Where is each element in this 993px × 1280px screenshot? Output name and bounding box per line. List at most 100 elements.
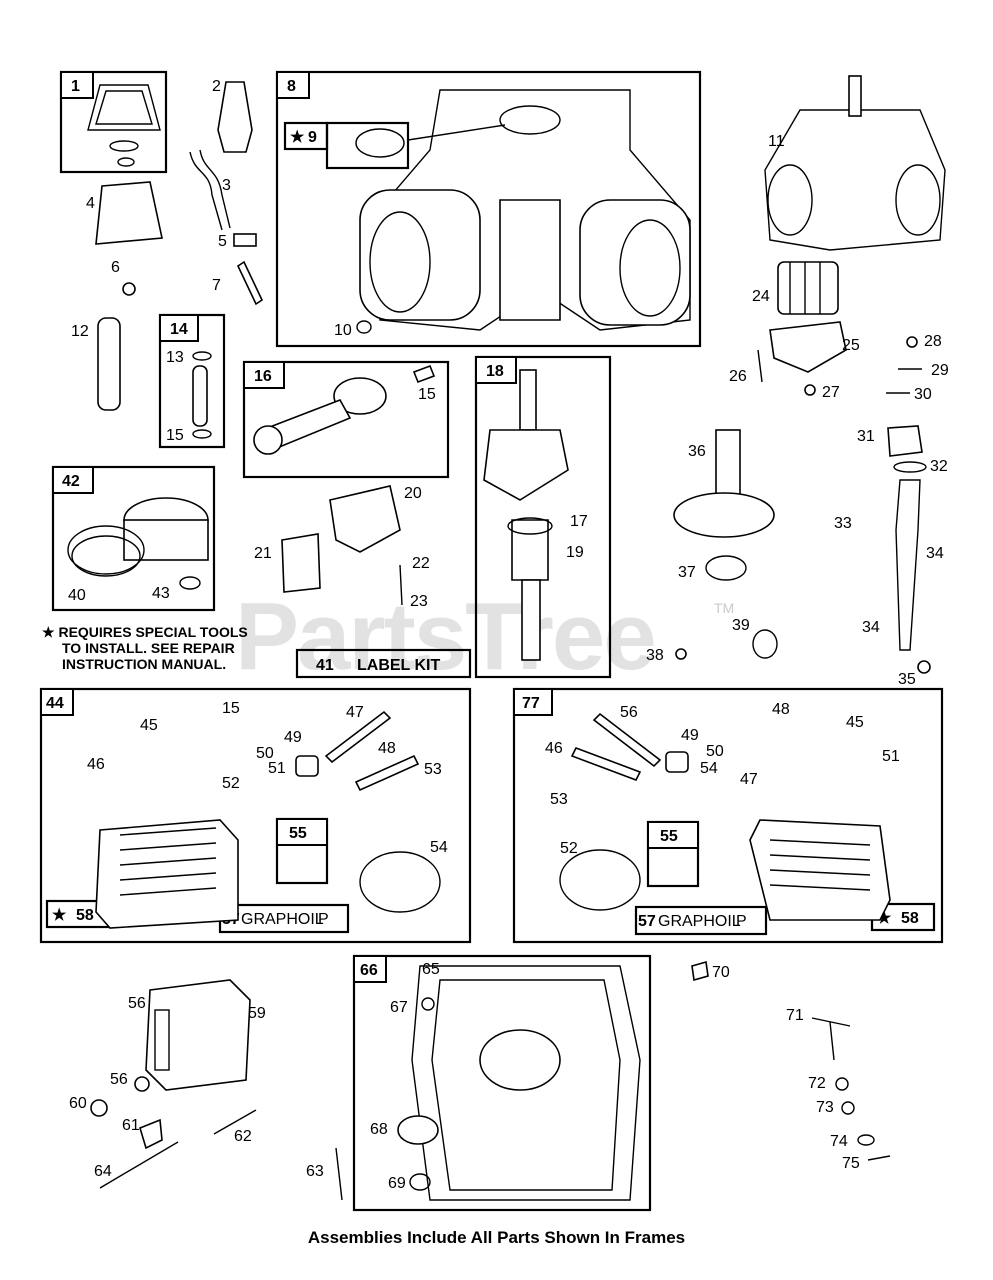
callout-7[interactable]: 7 — [212, 277, 221, 294]
frame-55-right[interactable]: 55 — [646, 820, 700, 888]
callout-12[interactable]: 12 — [71, 323, 89, 340]
graphoil-box-right[interactable]: 57 GRAPHOIL P — [634, 905, 768, 936]
callout-67[interactable]: 67 — [390, 999, 408, 1016]
callout-15[interactable]: 15 — [222, 700, 240, 717]
frame-66[interactable]: 66 — [352, 954, 652, 1212]
frame-44[interactable]: 44 — [39, 687, 472, 944]
sump-drawing — [411, 965, 641, 1201]
callout-24[interactable]: 24 — [752, 288, 770, 305]
callout-61[interactable]: 61 — [122, 1117, 140, 1134]
callout-48[interactable]: 48 — [378, 740, 396, 757]
callout-65[interactable]: 65 — [422, 961, 440, 978]
callout-45[interactable]: 45 — [140, 717, 158, 734]
frame-label-42: 42 — [62, 473, 80, 490]
frame-16[interactable]: 16 — [242, 360, 450, 479]
callout-36[interactable]: 36 — [688, 443, 706, 460]
part-26-drawing — [769, 321, 847, 373]
callout-54[interactable]: 54 — [700, 760, 718, 777]
callout-51[interactable]: 51 — [268, 760, 286, 777]
callout-15[interactable]: 15 — [418, 386, 436, 403]
callout-56[interactable]: 56 — [620, 704, 638, 721]
callout-34[interactable]: 34 — [862, 619, 880, 636]
callout-74[interactable]: 74 — [830, 1133, 848, 1150]
callout-50[interactable]: 50 — [256, 745, 274, 762]
callout-19[interactable]: 19 — [566, 544, 584, 561]
callout-59[interactable]: 59 — [248, 1005, 266, 1022]
callout-5[interactable]: 5 — [218, 233, 227, 250]
callout-63[interactable]: 63 — [306, 1163, 324, 1180]
callout-56[interactable]: 56 — [128, 995, 146, 1012]
callout-26[interactable]: 26 — [729, 368, 747, 385]
callout-2[interactable]: 2 — [212, 78, 221, 95]
callout-46[interactable]: 46 — [545, 740, 563, 757]
callout-73[interactable]: 73 — [816, 1099, 834, 1116]
callout-47[interactable]: 47 — [740, 771, 758, 788]
callout-52[interactable]: 52 — [560, 840, 578, 857]
label-kit-box[interactable]: 41 LABEL KIT — [295, 648, 472, 679]
callout-40[interactable]: 40 — [68, 587, 86, 604]
frame-42[interactable]: 42 — [51, 465, 216, 612]
frame-label-1: 1 — [71, 78, 80, 95]
callout-69[interactable]: 69 — [388, 1175, 406, 1192]
callout-15[interactable]: 15 — [166, 427, 184, 444]
star-box-9[interactable]: ★ 9 — [283, 121, 410, 170]
callout-53[interactable]: 53 — [424, 761, 442, 778]
callout-46[interactable]: 46 — [87, 756, 105, 773]
callout-33[interactable]: 33 — [834, 515, 852, 532]
callout-48[interactable]: 48 — [772, 701, 790, 718]
gasket-56-right-drawing — [559, 849, 641, 911]
callout-60[interactable]: 60 — [69, 1095, 87, 1112]
callout-20[interactable]: 20 — [404, 485, 422, 502]
graphoil-box-left[interactable]: 57 GRAPHOIL P — [218, 903, 350, 934]
callout-30[interactable]: 30 — [914, 386, 932, 403]
callout-49[interactable]: 49 — [284, 729, 302, 746]
callout-70[interactable]: 70 — [712, 964, 730, 981]
callout-72[interactable]: 72 — [808, 1075, 826, 1092]
callout-52[interactable]: 52 — [222, 775, 240, 792]
callout-71[interactable]: 71 — [786, 1007, 804, 1024]
valve-49-left-drawing — [354, 754, 420, 792]
callout-53[interactable]: 53 — [550, 791, 568, 808]
callout-68[interactable]: 68 — [370, 1121, 388, 1138]
frame-77[interactable]: 77 — [512, 687, 944, 944]
frame-55-left[interactable]: 55 — [275, 817, 329, 885]
callout-34[interactable]: 34 — [926, 545, 944, 562]
callout-17[interactable]: 17 — [570, 513, 588, 530]
callout-64[interactable]: 64 — [94, 1163, 112, 1180]
callout-56[interactable]: 56 — [110, 1071, 128, 1088]
callout-22[interactable]: 22 — [412, 555, 430, 572]
callout-4[interactable]: 4 — [86, 195, 95, 212]
callout-54[interactable]: 54 — [430, 839, 448, 856]
callout-10[interactable]: 10 — [334, 322, 352, 339]
callout-51[interactable]: 51 — [882, 748, 900, 765]
frame-1[interactable]: 1 — [59, 70, 168, 174]
callout-13[interactable]: 13 — [166, 349, 184, 366]
callout-45[interactable]: 45 — [846, 714, 864, 731]
callout-75[interactable]: 75 — [842, 1155, 860, 1172]
callout-47[interactable]: 47 — [346, 704, 364, 721]
callout-21[interactable]: 21 — [254, 545, 272, 562]
callout-32[interactable]: 32 — [930, 458, 948, 475]
callout-27[interactable]: 27 — [822, 384, 840, 401]
callout-37[interactable]: 37 — [678, 564, 696, 581]
callout-35[interactable]: 35 — [898, 671, 916, 688]
callout-25[interactable]: 25 — [842, 337, 860, 354]
callout-29[interactable]: 29 — [931, 362, 949, 379]
callout-49[interactable]: 49 — [681, 727, 699, 744]
frame-18[interactable]: 18 — [474, 355, 612, 679]
callout-6[interactable]: 6 — [111, 259, 120, 276]
callout-23[interactable]: 23 — [410, 593, 428, 610]
callout-38[interactable]: 38 — [646, 647, 664, 664]
callout-28[interactable]: 28 — [924, 333, 942, 350]
callout-50[interactable]: 50 — [706, 743, 724, 760]
frame-14[interactable]: 14 — [158, 313, 226, 449]
callout-39[interactable]: 39 — [732, 617, 750, 634]
callout-3[interactable]: 3 — [222, 177, 231, 194]
callout-31[interactable]: 31 — [857, 428, 875, 445]
star-box-58-left[interactable]: ★ 58 — [45, 899, 111, 929]
callout-43[interactable]: 43 — [152, 585, 170, 602]
frame-8[interactable]: 8 — [275, 70, 702, 348]
part-11-drawing — [356, 320, 372, 334]
callout-11[interactable]: 11 — [768, 133, 785, 150]
callout-62[interactable]: 62 — [234, 1128, 252, 1145]
